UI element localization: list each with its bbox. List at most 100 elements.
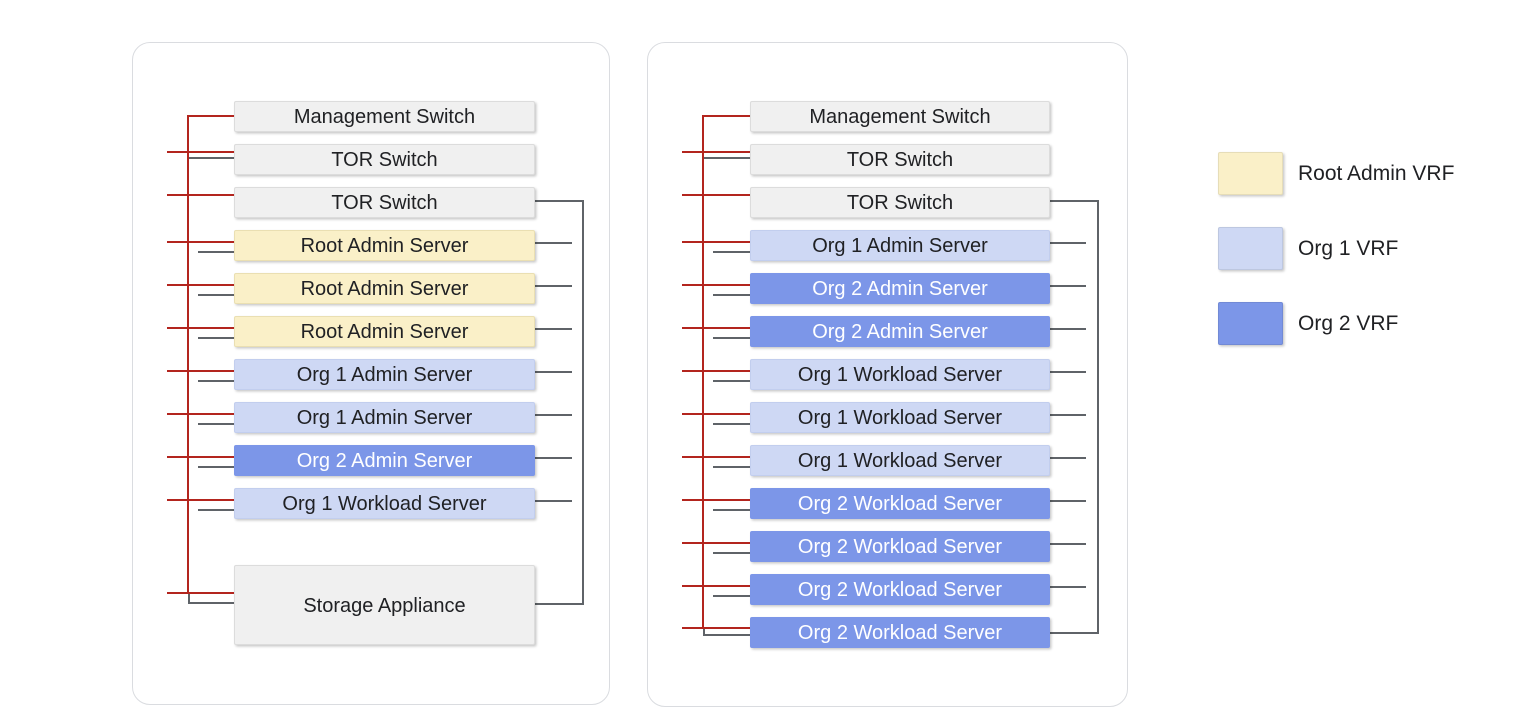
rack1-unit-storage-appliance: Storage Appliance <box>234 565 535 645</box>
mgmt-link-line <box>167 592 234 594</box>
rack2-unit-org-1-admin-server: Org 1 Admin Server <box>750 230 1050 261</box>
mgmt-link-line <box>682 413 750 415</box>
mgmt-trunk-line <box>702 115 704 629</box>
mgmt-link-line <box>167 370 234 372</box>
rack2-unit-org-2-workload-server: Org 2 Workload Server <box>750 574 1050 605</box>
rack2-unit-tor-switch: TOR Switch <box>750 144 1050 175</box>
data-link-line <box>1050 457 1086 459</box>
data-link-line <box>713 595 750 597</box>
mgmt-link-line <box>682 327 750 329</box>
mgmt-link-line <box>702 115 750 117</box>
data-link-line <box>535 457 572 459</box>
mgmt-link-line <box>682 542 750 544</box>
rack1-unit-management-switch: Management Switch <box>234 101 535 132</box>
data-link-line <box>189 157 234 159</box>
data-link-line <box>1050 586 1086 588</box>
rack1-unit-org-1-admin-server: Org 1 Admin Server <box>234 359 535 390</box>
data-link-line <box>713 380 750 382</box>
mgmt-link-line <box>682 585 750 587</box>
data-link-line <box>535 242 572 244</box>
rack2-unit-org-2-admin-server: Org 2 Admin Server <box>750 273 1050 304</box>
rack2-unit-org-2-admin-server: Org 2 Admin Server <box>750 316 1050 347</box>
data-link-line <box>1050 200 1097 202</box>
data-link-line <box>535 371 572 373</box>
mgmt-link-line <box>682 284 750 286</box>
mgmt-link-line <box>682 194 750 196</box>
data-link-line <box>535 500 572 502</box>
data-link-line <box>1050 500 1086 502</box>
mgmt-trunk-line <box>187 115 189 594</box>
data-link-line <box>1050 242 1086 244</box>
data-link-line <box>1050 543 1086 545</box>
mgmt-link-line <box>167 241 234 243</box>
data-link-line <box>703 634 750 636</box>
mgmt-link-line <box>187 115 234 117</box>
rack1-unit-org-1-admin-server: Org 1 Admin Server <box>234 402 535 433</box>
data-link-line <box>198 294 234 296</box>
data-link-line <box>535 285 572 287</box>
rack2-unit-tor-switch: TOR Switch <box>750 187 1050 218</box>
rack2-unit-org-2-workload-server: Org 2 Workload Server <box>750 531 1050 562</box>
rack1-unit-org-1-workload-server: Org 1 Workload Server <box>234 488 535 519</box>
mgmt-link-line <box>167 456 234 458</box>
legend-swatch-org-2-vrf <box>1218 302 1283 345</box>
mgmt-link-line <box>167 284 234 286</box>
rack2-unit-management-switch: Management Switch <box>750 101 1050 132</box>
data-link-line <box>713 294 750 296</box>
mgmt-link-line <box>682 370 750 372</box>
mgmt-link-line <box>682 456 750 458</box>
rack1-unit-tor-switch: TOR Switch <box>234 187 535 218</box>
data-link-line <box>1050 632 1097 634</box>
data-link-line <box>713 466 750 468</box>
mgmt-link-line <box>682 499 750 501</box>
rack1-unit-org-2-admin-server: Org 2 Admin Server <box>234 445 535 476</box>
mgmt-link-line <box>682 151 750 153</box>
legend-label-root-admin-vrf: Root Admin VRF <box>1298 162 1455 185</box>
data-trunk-line <box>1097 200 1099 634</box>
data-link-line <box>198 251 234 253</box>
legend-swatch-root-admin-vrf <box>1218 152 1283 195</box>
data-link-line <box>713 509 750 511</box>
data-link-line <box>198 337 234 339</box>
data-link-line <box>535 328 572 330</box>
data-link-line <box>1050 371 1086 373</box>
rack1-unit-tor-switch: TOR Switch <box>234 144 535 175</box>
data-link-line <box>198 509 234 511</box>
data-link-line <box>713 423 750 425</box>
data-link-line <box>535 200 582 202</box>
rack2-unit-org-1-workload-server: Org 1 Workload Server <box>750 445 1050 476</box>
data-link-line <box>535 414 572 416</box>
rack2-unit-org-1-workload-server: Org 1 Workload Server <box>750 359 1050 390</box>
data-link-line <box>198 466 234 468</box>
mgmt-link-line <box>167 327 234 329</box>
legend-label-org-1-vrf: Org 1 VRF <box>1298 237 1399 260</box>
mgmt-link-line <box>167 413 234 415</box>
data-link-line <box>1050 414 1086 416</box>
mgmt-link-line <box>682 241 750 243</box>
data-link-line <box>535 603 582 605</box>
data-link-line <box>713 337 750 339</box>
mgmt-link-line <box>167 499 234 501</box>
mgmt-link-line <box>167 151 234 153</box>
data-link-line <box>188 602 234 604</box>
legend-swatch-org-1-vrf <box>1218 227 1283 270</box>
data-link-line <box>198 380 234 382</box>
mgmt-link-line <box>167 194 234 196</box>
data-link-line <box>713 251 750 253</box>
data-link-line <box>1050 285 1086 287</box>
rack2-unit-org-2-workload-server: Org 2 Workload Server <box>750 617 1050 648</box>
data-trunk-line <box>582 200 584 605</box>
data-link-line <box>703 629 705 636</box>
data-link-line <box>1050 328 1086 330</box>
mgmt-link-line <box>682 627 750 629</box>
data-link-line <box>704 157 750 159</box>
data-link-line <box>198 423 234 425</box>
data-link-line <box>713 552 750 554</box>
data-link-line <box>188 594 190 604</box>
legend-label-org-2-vrf: Org 2 VRF <box>1298 312 1399 335</box>
rack1-unit-root-admin-server: Root Admin Server <box>234 273 535 304</box>
rack1-unit-root-admin-server: Root Admin Server <box>234 316 535 347</box>
rack2-unit-org-1-workload-server: Org 1 Workload Server <box>750 402 1050 433</box>
rack2-unit-org-2-workload-server: Org 2 Workload Server <box>750 488 1050 519</box>
